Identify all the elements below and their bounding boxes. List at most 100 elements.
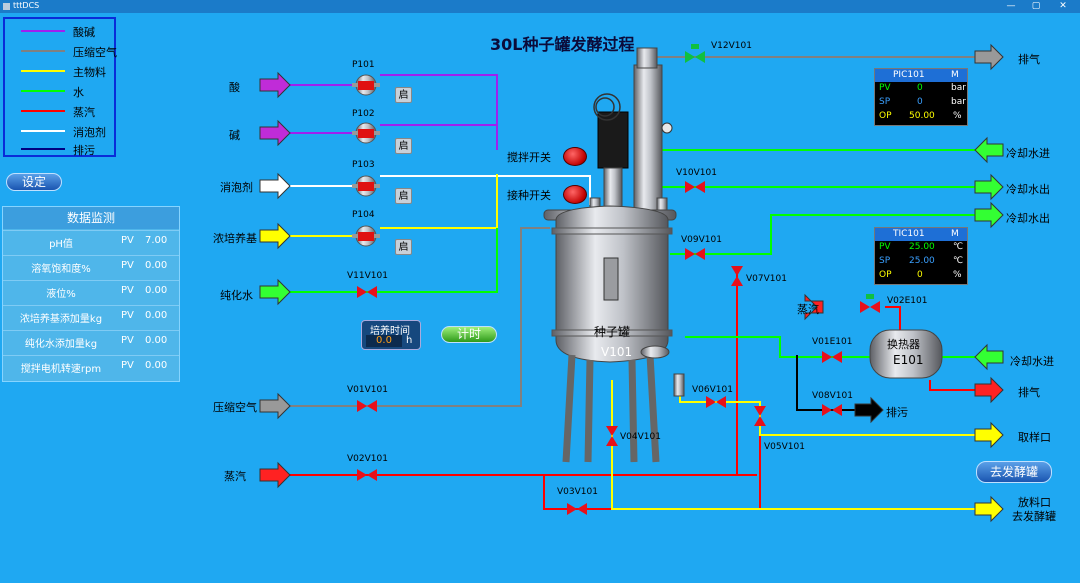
valve-label-v01e: V01E101 <box>812 337 853 347</box>
e101-cw-in-arrow <box>974 343 1004 371</box>
culture-time-value: 0.0 <box>366 335 402 347</box>
to-fermenter-button[interactable]: 去发酵罐 <box>976 461 1052 483</box>
valve-v06[interactable] <box>706 396 726 408</box>
valve-label-v08: V08V101 <box>812 391 853 401</box>
valve-v09[interactable] <box>685 248 705 260</box>
legend-label: 主物料 <box>73 66 106 79</box>
valve-v01[interactable] <box>357 400 377 412</box>
valve-v10[interactable] <box>685 181 705 193</box>
heat-exchanger-e101 <box>869 329 943 379</box>
data-pv: PV <box>121 235 134 246</box>
app-icon <box>3 3 10 10</box>
valve-v08[interactable] <box>822 404 842 416</box>
medium-arrow <box>259 222 291 250</box>
start-button-p102[interactable]: 启 <box>395 138 412 154</box>
input-label-base: 碱 <box>229 129 240 142</box>
pic101-unit: bar <box>951 83 966 93</box>
data-name: pH值 <box>49 239 73 250</box>
minimize-button[interactable]: — <box>1006 1 1016 11</box>
valve-v12[interactable] <box>685 51 705 63</box>
data-name: 浓培养基添加量kg <box>19 314 103 325</box>
output-label-cw-out: 冷却水出 <box>1006 183 1050 196</box>
tic101-value: 25.00 <box>909 256 935 266</box>
input-label-steam: 蒸汽 <box>224 470 246 483</box>
data-value: 0.00 <box>145 360 168 371</box>
valve-label-v06: V06V101 <box>692 385 733 395</box>
data-monitor-title: 数据监测 <box>3 207 179 229</box>
data-name: 搅拌电机转速rpm <box>20 364 102 375</box>
valve-v01e[interactable] <box>822 351 842 363</box>
discharge-arrow <box>974 495 1004 523</box>
exhaust-column <box>633 64 663 211</box>
stir-switch-button[interactable] <box>563 147 587 166</box>
valve-label-v01: V01V101 <box>347 385 388 395</box>
data-pv: PV <box>121 260 134 271</box>
data-value: 0.00 <box>145 310 168 321</box>
tank-v101 <box>543 47 685 463</box>
steam-arrow <box>259 461 291 489</box>
legend-line <box>21 70 65 72</box>
valve-label-v04: V04V101 <box>620 432 661 442</box>
start-button-p101[interactable]: 启 <box>395 87 412 103</box>
valve-v11[interactable] <box>357 286 377 298</box>
start-button-p104[interactable]: 启 <box>395 239 412 255</box>
sample-pipe <box>679 390 975 436</box>
e101-steam-pipe <box>885 306 975 391</box>
valve-label-v02e: V02E101 <box>887 296 928 306</box>
stir-motor <box>597 111 629 169</box>
valve-v03[interactable] <box>567 503 587 515</box>
input-label-antifoam: 消泡剂 <box>220 181 253 194</box>
valve-label-v12: V12V101 <box>711 41 752 51</box>
valve-v04[interactable] <box>606 426 618 446</box>
pump-p102[interactable] <box>352 122 380 144</box>
valve-v02e-actuator <box>866 294 874 299</box>
window-title: tttDCS <box>13 1 40 10</box>
count-button[interactable]: 计时 <box>441 326 497 343</box>
page-title: 30L种子罐发酵过程 <box>490 35 635 54</box>
legend-label: 排污 <box>73 144 95 157</box>
medium-pipe <box>290 174 498 237</box>
output-arrows <box>804 43 1004 523</box>
legend-item-antifoam: 消泡剂 <box>15 121 115 141</box>
valve-v02[interactable] <box>357 469 377 481</box>
valve-v02e[interactable] <box>860 301 880 313</box>
data-pv: PV <box>121 285 134 296</box>
input-label-medium: 浓培养基 <box>213 232 257 245</box>
valve-label-v02: V02V101 <box>347 454 388 464</box>
pump-p103[interactable] <box>352 175 380 197</box>
inoculate-switch-button[interactable] <box>563 185 587 204</box>
pic101-unit: bar <box>951 97 966 107</box>
tank-tag: V101 <box>601 345 633 359</box>
valve-v07[interactable] <box>731 266 743 286</box>
legend-label: 酸碱 <box>73 26 95 39</box>
settings-button[interactable]: 设定 <box>6 173 62 191</box>
valve-label-v09: V09V101 <box>681 235 722 245</box>
culture-time-label: 培养时间 <box>370 326 410 337</box>
output-label-sample: 取样口 <box>1018 431 1051 444</box>
valve-v05[interactable] <box>754 406 766 426</box>
acid-pipes <box>290 74 498 150</box>
pump-label-p102: P102 <box>352 109 375 119</box>
data-pv: PV <box>121 360 134 371</box>
pic101-key: OP <box>879 111 892 121</box>
close-button[interactable]: ✕ <box>1059 1 1067 11</box>
steam-pipe <box>290 270 757 476</box>
data-name: 纯化水添加量kg <box>24 339 98 350</box>
maximize-button[interactable]: ▢ <box>1031 1 1041 11</box>
pic101-title: PIC101 <box>893 70 925 80</box>
pump-p101[interactable] <box>352 74 380 96</box>
valve-v12-actuator <box>691 44 699 49</box>
start-button-p103[interactable]: 启 <box>395 188 412 204</box>
tic101-unit: % <box>953 270 962 280</box>
tic101-header: TIC101 M <box>875 228 967 241</box>
pic101-key: SP <box>879 97 891 107</box>
pump-p104[interactable] <box>352 225 380 247</box>
legend-item-drain: 排污 <box>15 139 115 159</box>
